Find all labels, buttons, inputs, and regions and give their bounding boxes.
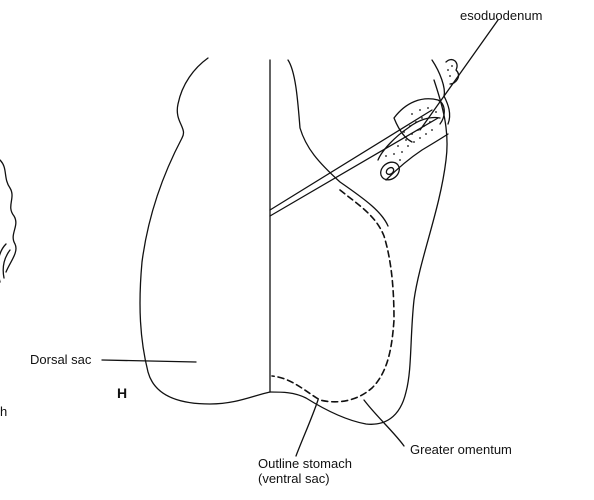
mesoduodenum-fold-lower — [270, 118, 438, 216]
left-panel-fragment-curve — [0, 244, 6, 282]
outline-stomach-leader — [296, 400, 318, 456]
right-body-outline — [270, 80, 447, 424]
mesoduodenum-frill — [446, 60, 458, 84]
left-panel-fragment-wavy — [0, 160, 16, 272]
mesoduodenum-label: esoduodenum — [460, 8, 542, 23]
panel-letter: H — [117, 386, 127, 401]
outline-stomach-sublabel: (ventral sac) — [258, 471, 330, 486]
dorsal-sac-leader — [102, 360, 196, 362]
greater-omentum-outline — [288, 60, 388, 226]
duodenum-cross-section — [377, 159, 403, 184]
mesentery-stipple — [385, 65, 453, 161]
left-panel-fragment-curve-inner — [3, 250, 10, 278]
dorsal-sac-label: Dorsal sac — [30, 352, 91, 367]
duodenum-lumen — [385, 166, 395, 176]
outline-stomach-label: Outline stomach — [258, 456, 352, 471]
stomach-outline-dashed — [272, 190, 394, 402]
greater-omentum-leader — [364, 400, 404, 446]
left-edge-label-fragment: h — [0, 404, 7, 419]
greater-omentum-label: Greater omentum — [410, 442, 512, 457]
dorsal-sac-outline — [140, 58, 270, 404]
duodenum-tube — [378, 117, 448, 180]
